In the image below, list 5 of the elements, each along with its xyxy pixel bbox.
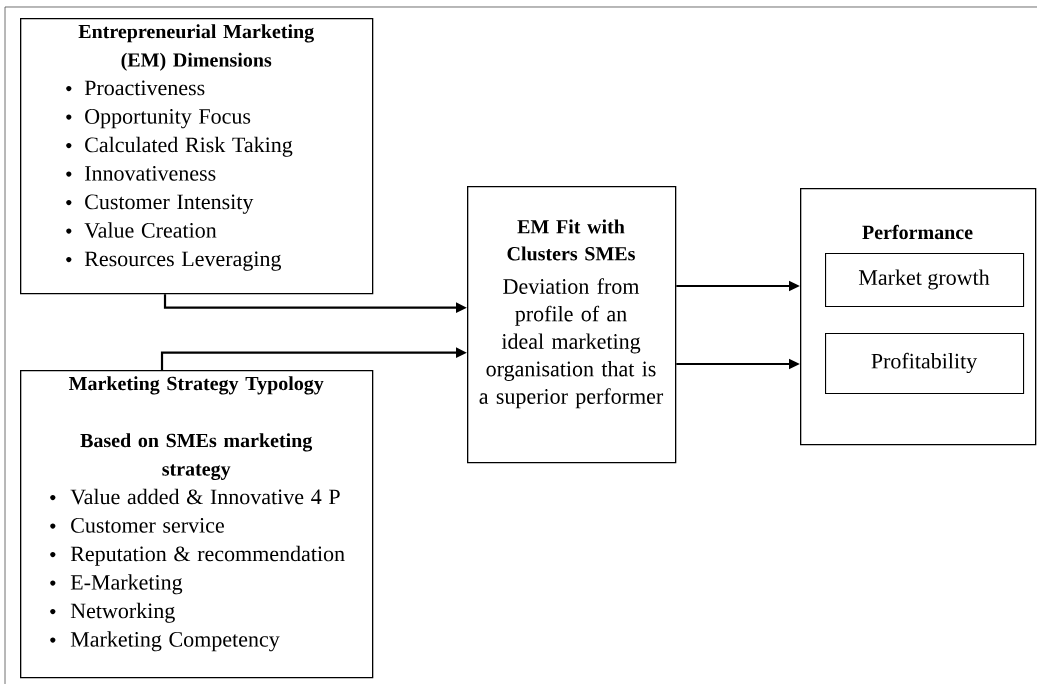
fit-box: EM Fit with Clusters SMEs Deviation from profile of an ideal marketing organisation that is a superior performer — [467, 186, 677, 464]
typology-box: Marketing Strategy Typology Based on SMEs marketing strategy Value added & Innovative 4 P Customer service Reputation & recommendation E-Marketing Networking Marketing Competency — [20, 370, 374, 679]
dimensions-box: Entrepreneurial Marketing (EM) Dimensions Proactiveness Opportunity Focus Calculated Risk Taking Innovativeness Customer Intensity Value Creation Resources Leveraging — [20, 18, 374, 295]
outcome-box: Market growth — [825, 253, 1025, 308]
outcome-box: Profitability — [825, 333, 1025, 395]
